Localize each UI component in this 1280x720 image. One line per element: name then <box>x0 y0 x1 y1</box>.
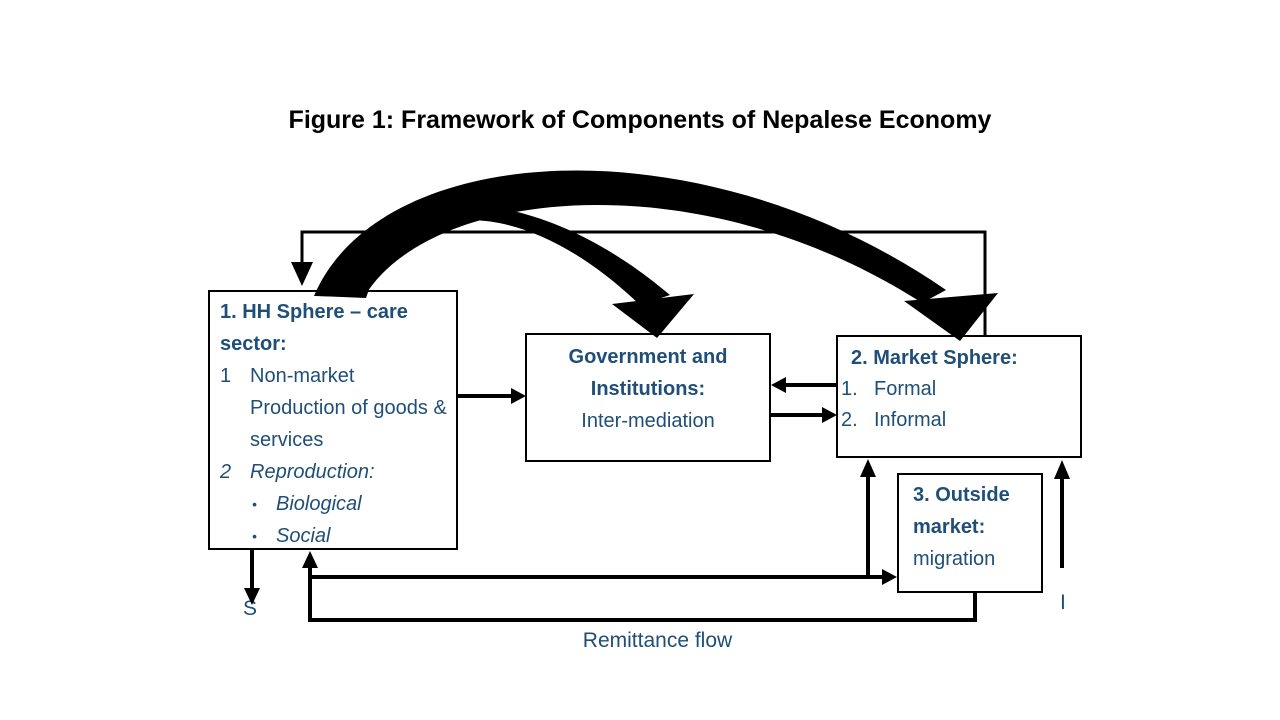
bullet-icon: • <box>252 528 257 544</box>
market-item1-number: 1. <box>841 378 858 400</box>
curved-down-arrowhead-icon <box>612 294 694 338</box>
up-arrowhead-icon <box>860 459 876 477</box>
arrow-market-to-government <box>771 377 838 393</box>
right-arrowhead-icon <box>822 407 837 423</box>
right-arrowhead-icon <box>882 569 897 585</box>
hh-sphere-title: 1. HH Sphere – care sector: <box>220 301 408 355</box>
hh-bullet2-text: Social <box>276 525 331 547</box>
market-item-formal: 1. Formal <box>838 374 1080 405</box>
market-item2-number: 2. <box>841 409 858 431</box>
s-flow-label: S <box>243 597 258 620</box>
arrow-hh-to-government <box>458 388 526 404</box>
i-flow-label: I <box>1060 591 1066 614</box>
hh-item2-number: 2 <box>220 461 232 483</box>
remittance-flow-label: Remittance flow <box>582 629 733 652</box>
market-item1-text: Formal <box>874 378 937 400</box>
right-arrowhead-icon <box>511 388 526 404</box>
arrow-i-inflow <box>1054 460 1070 568</box>
market-sphere-box: 2. Market Sphere: 1. Formal 2. Informal <box>836 335 1082 458</box>
hh-item1-text: Non-market Production of goods & service… <box>250 365 447 451</box>
government-title-line2: Institutions: <box>590 378 706 400</box>
hh-item-nonmarket: 1 Non-market Production of goods & servi… <box>220 360 450 456</box>
hh-bullet1-text: Biological <box>276 493 362 515</box>
down-arrowhead-icon <box>291 262 313 286</box>
curved-down-arrowhead-icon <box>904 293 998 341</box>
outside-market-box: 3. Outside market: migration <box>897 473 1043 593</box>
outside-market-title-line2: market: <box>913 516 986 538</box>
arrow-remittance-return <box>302 551 977 622</box>
hh-item1-number: 1 <box>220 365 232 387</box>
outside-market-title-line1: 3. Outside <box>913 484 1010 506</box>
hh-item2-text: Reproduction: <box>250 461 375 483</box>
left-arrowhead-icon <box>771 377 786 393</box>
hh-bullet-social: • Social <box>220 520 450 552</box>
hh-item-reproduction: 2 Reproduction: <box>220 456 450 488</box>
hh-sphere-box: 1. HH Sphere – care sector: 1 Non-market… <box>208 290 458 550</box>
figure-title: Figure 1: Framework of Components of Nep… <box>288 106 992 134</box>
outside-market-subtitle: migration <box>913 548 996 570</box>
market-sphere-title: 2. Market Sphere: <box>851 347 1018 369</box>
market-item2-text: Informal <box>874 409 947 431</box>
government-box: Government and Institutions: Inter-media… <box>525 333 771 462</box>
market-item-informal: 2. Informal <box>838 405 1080 436</box>
hh-bullet-biological: • Biological <box>220 488 450 520</box>
bullet-icon: • <box>252 496 257 512</box>
government-subtitle: Inter-mediation <box>581 410 715 432</box>
up-arrowhead-icon <box>302 551 318 568</box>
up-arrowhead-icon <box>1054 460 1070 479</box>
arrow-government-to-market <box>771 407 837 423</box>
government-title-line1: Government and <box>568 346 728 368</box>
